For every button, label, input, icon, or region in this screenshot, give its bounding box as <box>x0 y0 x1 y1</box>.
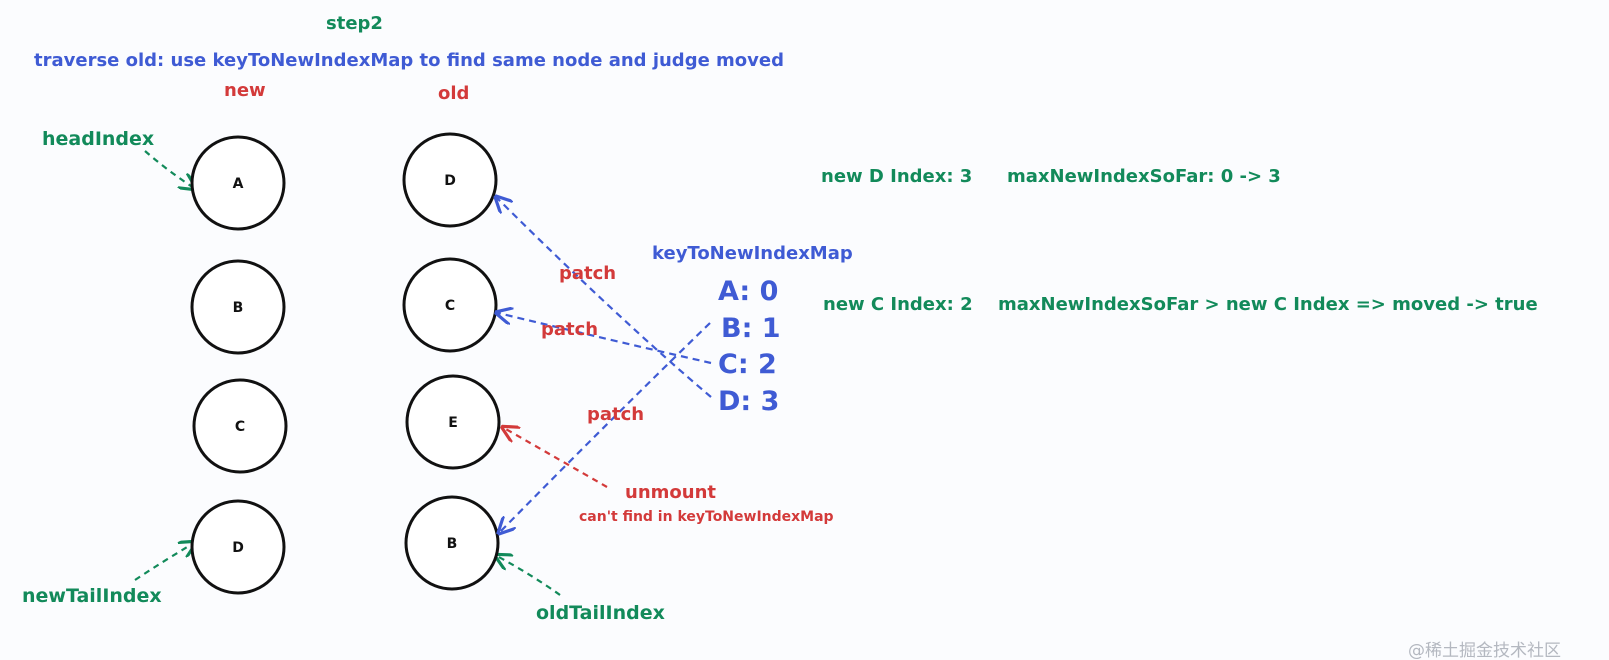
new-tail-index-label: newTailIndex <box>22 585 162 607</box>
unmount-label: unmount <box>625 482 716 503</box>
new-node-a-label: A <box>233 176 244 192</box>
patch-label-b: patch <box>587 404 644 425</box>
patch-arrow-b <box>500 322 711 532</box>
max-new-index-c-note: maxNewIndexSoFar > new C Index => moved … <box>998 294 1538 315</box>
old-tail-index-arrow <box>497 556 561 596</box>
new-node-b-label: B <box>233 300 244 316</box>
map-item-d: D: 3 <box>718 386 779 417</box>
head-index-arrow <box>144 150 194 188</box>
old-node-d-label: D <box>444 173 456 189</box>
old-column-label: old <box>438 83 469 104</box>
head-index-label: headIndex <box>42 128 154 150</box>
cant-find-label: can't find in keyToNewIndexMap <box>579 509 834 525</box>
new-node-d: D <box>190 499 286 595</box>
patch-arrow-d <box>497 198 712 398</box>
old-node-c-label: C <box>445 298 455 314</box>
patch-arrow-c <box>498 313 712 365</box>
new-tail-index-arrow <box>134 543 194 581</box>
old-node-e: E <box>405 374 501 470</box>
new-node-b: B <box>190 259 286 355</box>
old-node-e-label: E <box>448 415 458 431</box>
instruction-text: traverse old: use keyToNewIndexMap to fi… <box>34 50 784 71</box>
map-item-c: C: 2 <box>718 349 777 380</box>
map-item-b: B: 1 <box>721 313 781 344</box>
old-node-d: D <box>402 132 498 228</box>
old-tail-index-label: oldTailIndex <box>536 602 665 624</box>
unmount-arrow <box>504 428 608 488</box>
max-new-index-d-note: maxNewIndexSoFar: 0 -> 3 <box>1007 166 1281 187</box>
map-item-a: A: 0 <box>718 276 778 307</box>
new-node-c-label: C <box>235 419 245 435</box>
old-node-b-label: B <box>447 536 458 552</box>
new-node-a: A <box>190 135 286 231</box>
new-c-index-note: new C Index: 2 <box>823 294 973 315</box>
old-node-c: C <box>402 257 498 353</box>
patch-label-c: patch <box>541 319 598 340</box>
old-node-b: B <box>404 495 500 591</box>
step-label: step2 <box>326 13 383 34</box>
patch-label-d: patch <box>559 263 616 284</box>
new-node-c: C <box>192 378 288 474</box>
new-d-index-note: new D Index: 3 <box>821 166 972 187</box>
watermark: @稀土掘金技术社区 <box>1408 641 1561 660</box>
new-node-d-label: D <box>232 540 244 556</box>
key-to-new-index-map-title: keyToNewIndexMap <box>652 243 853 264</box>
new-column-label: new <box>224 80 266 101</box>
